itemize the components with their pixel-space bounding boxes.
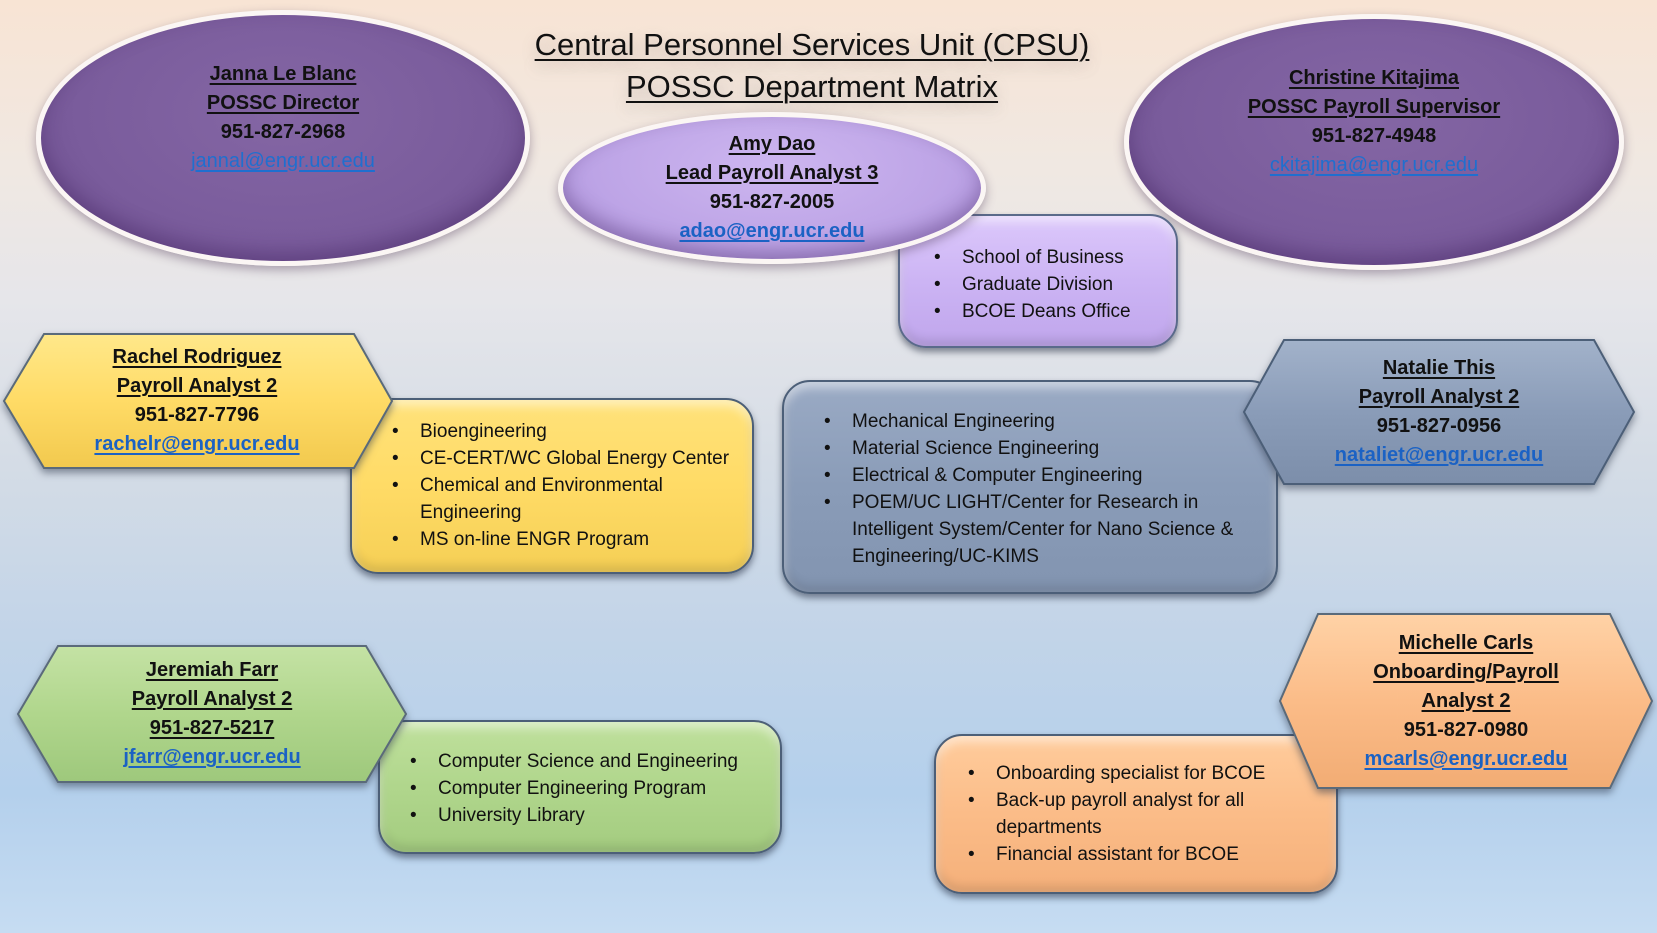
task-item: •Back-up payroll analyst for all departm… [968,790,1245,838]
jeremiah-name: Jeremiah Farr [145,659,279,681]
hexagon-shape [2,333,394,469]
department-item: •POEM/UC LIGHT/Center for Research in In… [824,492,1234,567]
director-email-link[interactable]: jannal@engr.ucr.edu [191,150,375,172]
director-name: Janna Le Blanc [209,63,357,85]
jeremiah-title: Payroll Analyst 2 [131,688,293,710]
department-item: •Computer Science and Engineering [410,751,738,772]
rachel-name: Rachel Rodriguez [112,346,282,368]
natalie-email-link[interactable]: nataliet@engr.ucr.edu [1334,444,1544,466]
michelle-title-line-2: Analyst 2 [1421,689,1511,712]
rachel-phone: 951-827-7796 [134,404,260,426]
director-card: Janna Le Blanc POSSC Director 951-827-29… [36,10,530,266]
michelle-email-link[interactable]: mcarls@engr.ucr.edu [1364,747,1568,770]
supervisor-card: Christine Kitajima POSSC Payroll Supervi… [1124,14,1624,270]
lead-title: Lead Payroll Analyst 3 [665,162,879,184]
lead-name: Amy Dao [728,133,816,155]
natalie-departments-list: •Mechanical Engineering •Material Scienc… [824,408,1262,570]
rachel-departments-list: •Bioengineering •CE-CERT/WC Global Energ… [392,418,750,553]
lead-card: Amy Dao Lead Payroll Analyst 3 951-827-2… [558,112,986,264]
supervisor-title: POSSC Payroll Supervisor [1247,96,1501,118]
natalie-title: Payroll Analyst 2 [1358,386,1520,408]
department-item: •CE-CERT/WC Global Energy Center [392,448,730,469]
michelle-card: Michelle Carls Onboarding/Payroll Analys… [1278,613,1654,789]
department-item: •Graduate Division [934,274,1114,295]
michelle-tasks-box: •Onboarding specialist for BCOE •Back-up… [934,734,1338,894]
department-item: •University Library [410,805,585,826]
hexagon-shape [1278,613,1654,789]
department-item: •Electrical & Computer Engineering [824,465,1143,486]
rachel-card: Rachel Rodriguez Payroll Analyst 2 951-8… [2,333,394,469]
department-item: •Computer Engineering Program [410,778,707,799]
lead-departments-list: •School of Business •Graduate Division •… [934,244,1131,325]
department-item: •BCOE Deans Office [934,301,1131,322]
rachel-email-link[interactable]: rachelr@engr.ucr.edu [94,433,300,455]
department-item: •Material Science Engineering [824,438,1100,459]
task-item: •Onboarding specialist for BCOE [968,763,1266,784]
lead-email-link[interactable]: adao@engr.ucr.edu [679,220,865,242]
jeremiah-phone: 951-827-5217 [149,717,275,739]
michelle-phone: 951-827-0980 [1403,718,1529,741]
department-item: •MS on-line ENGR Program [392,529,650,550]
department-item: •Mechanical Engineering [824,411,1055,432]
supervisor-phone: 951-827-4948 [1311,125,1437,147]
lead-phone: 951-827-2005 [709,191,835,213]
task-item: •Financial assistant for BCOE [968,844,1239,865]
natalie-card: Natalie This Payroll Analyst 2 951-827-0… [1242,339,1636,485]
rachel-departments-box: •Bioengineering •CE-CERT/WC Global Energ… [350,398,754,574]
supervisor-email-link[interactable]: ckitajima@engr.ucr.edu [1269,154,1479,176]
page-title: Central Personnel Services Unit (CPSU) P… [512,24,1112,108]
supervisor-name: Christine Kitajima [1288,67,1460,89]
department-item: •Bioengineering [392,421,547,442]
michelle-tasks-list: •Onboarding specialist for BCOE •Back-up… [968,760,1296,868]
title-line-2: POSSC Department Matrix [625,69,999,104]
natalie-name: Natalie This [1382,357,1496,379]
natalie-departments-box: •Mechanical Engineering •Material Scienc… [782,380,1278,594]
title-line-1: Central Personnel Services Unit (CPSU) [534,27,1090,62]
director-title: POSSC Director [206,92,360,114]
lead-departments-box: •School of Business •Graduate Division •… [898,214,1178,348]
michelle-title-line-1: Onboarding/Payroll [1373,660,1559,683]
jeremiah-card: Jeremiah Farr Payroll Analyst 2 951-827-… [16,645,408,783]
jeremiah-email-link[interactable]: jfarr@engr.ucr.edu [123,746,301,768]
department-item: •School of Business [934,247,1124,268]
jeremiah-departments-box: •Computer Science and Engineering •Compu… [378,720,782,854]
hexagon-shape [1242,339,1636,485]
rachel-title: Payroll Analyst 2 [116,375,278,397]
jeremiah-departments-list: •Computer Science and Engineering •Compu… [410,748,738,829]
director-phone: 951-827-2968 [220,121,346,143]
michelle-name: Michelle Carls [1398,631,1534,654]
natalie-phone: 951-827-0956 [1376,415,1502,437]
department-item: •Chemical and Environmental Engineering [392,475,663,523]
hexagon-shape [16,645,408,783]
